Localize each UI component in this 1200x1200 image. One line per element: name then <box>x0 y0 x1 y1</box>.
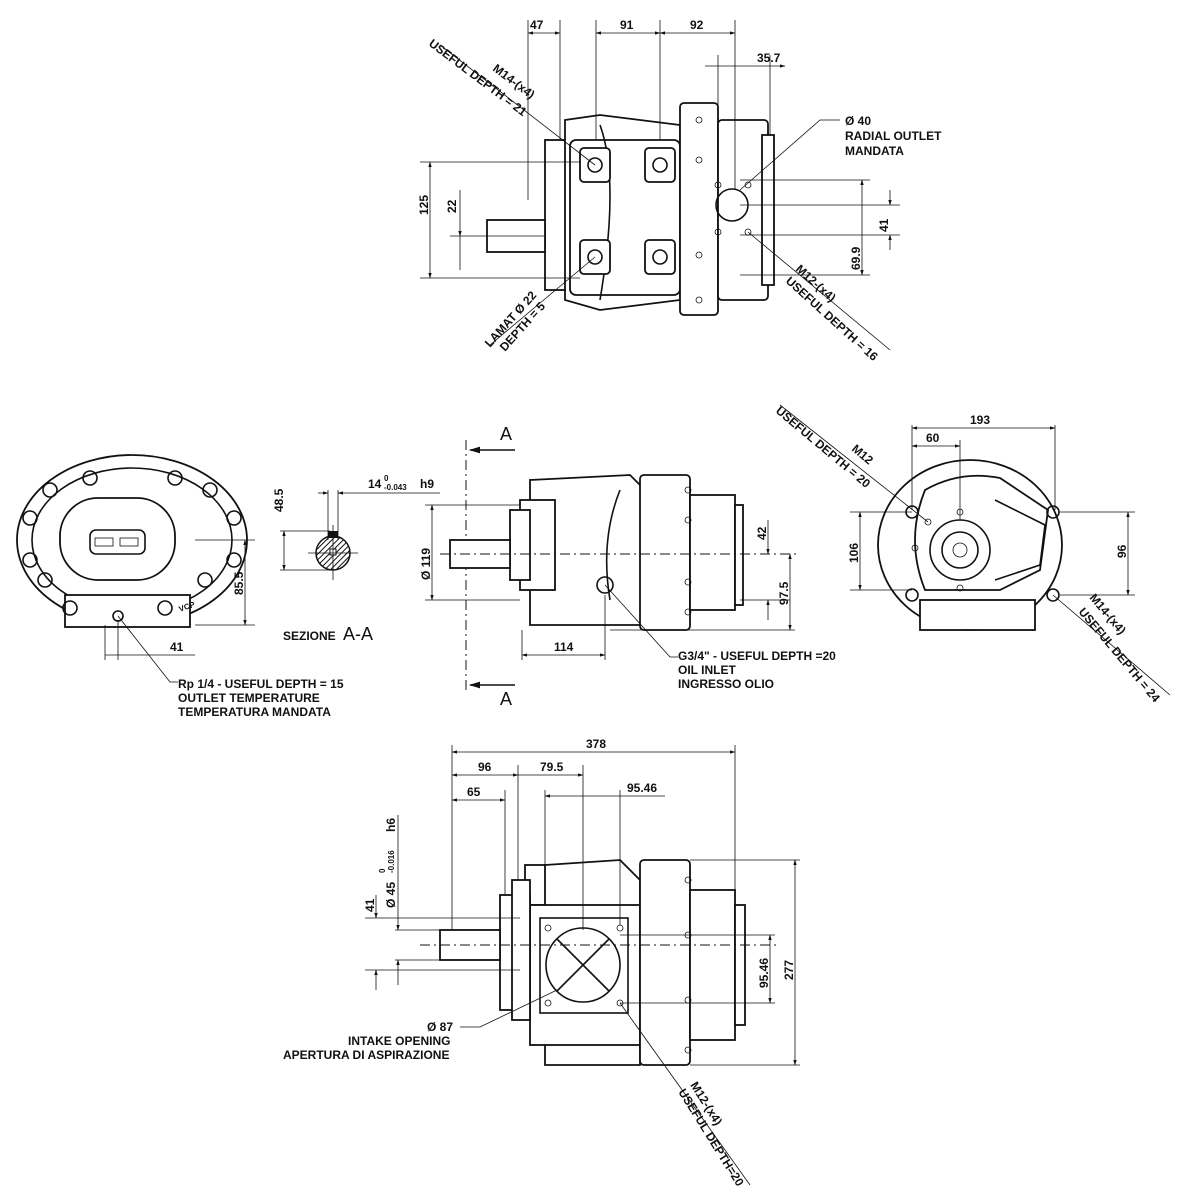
dim-378: 378 <box>586 737 606 751</box>
dim-193: 193 <box>970 413 990 427</box>
shaft-upper-tolerance: 0 <box>378 868 387 873</box>
dim-125: 125 <box>417 195 431 215</box>
dim-96-bottom: 96 <box>478 760 492 774</box>
dim-41: 41 <box>877 218 891 232</box>
top-view-dimensions: 47 91 92 35.7 125 22 41 69.9 <box>417 18 900 279</box>
section-id: A-A <box>343 624 373 644</box>
dim-22: 22 <box>445 199 459 213</box>
dim-277: 277 <box>782 960 796 980</box>
dim-48-5: 48.5 <box>272 488 286 512</box>
note-outlet-temperature: OUTLET TEMPERATURE <box>178 691 320 705</box>
note-intake-diameter: Ø 87 <box>427 1020 453 1034</box>
dim-97-5: 97.5 <box>777 581 791 605</box>
note-mandata: MANDATA <box>845 144 904 158</box>
shaft-fit: h6 <box>384 818 398 832</box>
shaft-diameter: Ø 45 <box>384 882 398 908</box>
section-title: SEZIONE <box>283 629 336 643</box>
dim-106: 106 <box>847 543 861 563</box>
note-g34: G3/4" - USEFUL DEPTH =20 <box>678 649 836 663</box>
note-outlet-diameter: Ø 40 <box>845 114 871 128</box>
section-a-a: 14 0 -0.043 h9 48.5 SEZIONE A-A <box>272 474 440 644</box>
dim-47: 47 <box>530 18 544 32</box>
note-rp-quarter: Rp 1/4 - USEFUL DEPTH = 15 <box>178 677 344 691</box>
dim-79-5: 79.5 <box>540 760 564 774</box>
dim-41-left: 41 <box>170 640 184 654</box>
top-view: 47 91 92 35.7 125 22 41 69.9 USEFUL DEPT… <box>417 18 942 364</box>
dim-96: 96 <box>1115 544 1129 558</box>
dim-69-9: 69.9 <box>849 246 863 270</box>
dim-114: 114 <box>554 640 574 654</box>
note-temperatura-mandata: TEMPERATURA MANDATA <box>178 705 331 719</box>
top-view-body <box>486 102 775 316</box>
dim-41-bottom: 41 <box>363 898 377 912</box>
oil-inlet-port <box>596 576 614 594</box>
dim-85-5: 85.5 <box>232 571 246 595</box>
right-end-view: 193 60 106 96 USEFUL DEPTH = 20 M12 M14-… <box>773 404 1171 705</box>
front-view: A A Ø 119 42 97.5 114 G3/4" - USEFUL DEP… <box>419 424 836 709</box>
note-ingresso-olio: INGRESSO OLIO <box>678 677 774 691</box>
dim-key-width: 14 <box>368 477 382 491</box>
dim-92: 92 <box>690 18 704 32</box>
section-mark-top: A <box>500 424 512 444</box>
shaft-lower-tolerance: -0.016 <box>387 850 396 873</box>
note-oil-inlet: OIL INLET <box>678 663 736 677</box>
dim-95-46-top: 95.46 <box>627 781 657 795</box>
dim-42: 42 <box>755 526 769 540</box>
left-end-view: VCP 85.5 41 Rp 1/4 - USEFUL DEPTH = 15 O… <box>16 454 344 719</box>
dim-65: 65 <box>467 785 481 799</box>
bottom-view: 378 96 79.5 65 95.46 41 Ø 45 0 -0.016 h6… <box>283 737 800 1189</box>
key-lower-tolerance: -0.043 <box>384 483 407 492</box>
dim-95-46-side: 95.46 <box>757 958 771 988</box>
note-apertura-aspirazione: APERTURA DI ASPIRAZIONE <box>283 1048 449 1062</box>
dim-91: 91 <box>620 18 634 32</box>
key-upper-tolerance: 0 <box>384 474 389 483</box>
section-mark-bottom: A <box>500 689 512 709</box>
dim-35-7: 35.7 <box>757 51 781 65</box>
dim-dia-119: Ø 119 <box>419 548 433 580</box>
note-radial-outlet: RADIAL OUTLET <box>845 129 942 143</box>
key-fit: h9 <box>420 477 434 491</box>
note-intake-opening: INTAKE OPENING <box>348 1034 450 1048</box>
dim-60: 60 <box>926 431 940 445</box>
